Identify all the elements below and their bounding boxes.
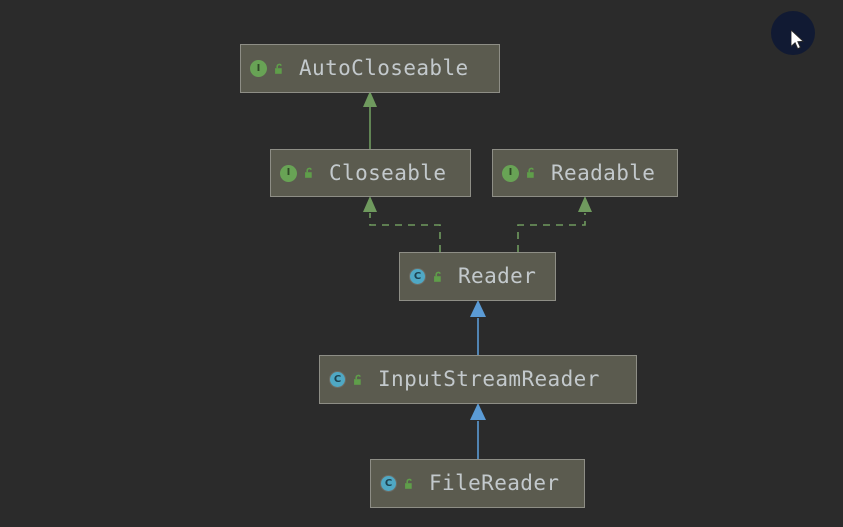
uml-node-label: Closeable [329, 160, 447, 185]
uml-node-label: Readable [551, 160, 656, 185]
unlocked-padlock-icon [354, 374, 361, 385]
node-icon-group: C [329, 371, 365, 388]
interface-icon: I [280, 164, 297, 182]
edge-reader-implements-readable [517, 196, 592, 252]
class-icon: C [380, 475, 397, 492]
node-icon-group: I [280, 164, 316, 182]
node-icon-group: I [250, 60, 286, 77]
uml-node-closeable[interactable]: I Closeable [270, 149, 471, 197]
unlocked-padlock-icon [434, 271, 441, 282]
uml-node-filereader[interactable]: C FileReader [370, 459, 585, 508]
uml-node-label: Reader [458, 264, 537, 288]
class-icon: C [329, 371, 346, 388]
uml-node-label: FileReader [429, 471, 560, 495]
class-icon: C [409, 268, 426, 285]
uml-node-reader[interactable]: C Reader [399, 252, 556, 301]
uml-node-label: InputStreamReader [378, 367, 600, 391]
edge-reader-implements-closeable [363, 196, 441, 252]
interface-icon: I [250, 60, 267, 77]
unlocked-padlock-icon [275, 63, 282, 74]
interface-icon: I [502, 164, 519, 182]
edge-closeable-extends-autocloseable [363, 91, 377, 149]
node-icon-group: I [502, 164, 538, 182]
unlocked-padlock-icon [305, 167, 312, 178]
unlocked-padlock-icon [405, 478, 412, 489]
uml-node-label: AutoCloseable [299, 56, 469, 80]
node-icon-group: C [380, 475, 416, 492]
uml-node-autocloseable[interactable]: I AutoCloseable [240, 44, 500, 93]
node-icon-group: C [409, 268, 445, 285]
cursor-highlight [771, 11, 815, 55]
edge-inputstreamreader-extends-reader [470, 300, 486, 355]
uml-node-readable[interactable]: I Readable [492, 149, 678, 197]
unlocked-padlock-icon [527, 167, 534, 178]
edge-filereader-extends-inputstreamreader [470, 403, 486, 459]
uml-node-inputstreamreader[interactable]: C InputStreamReader [319, 355, 637, 404]
